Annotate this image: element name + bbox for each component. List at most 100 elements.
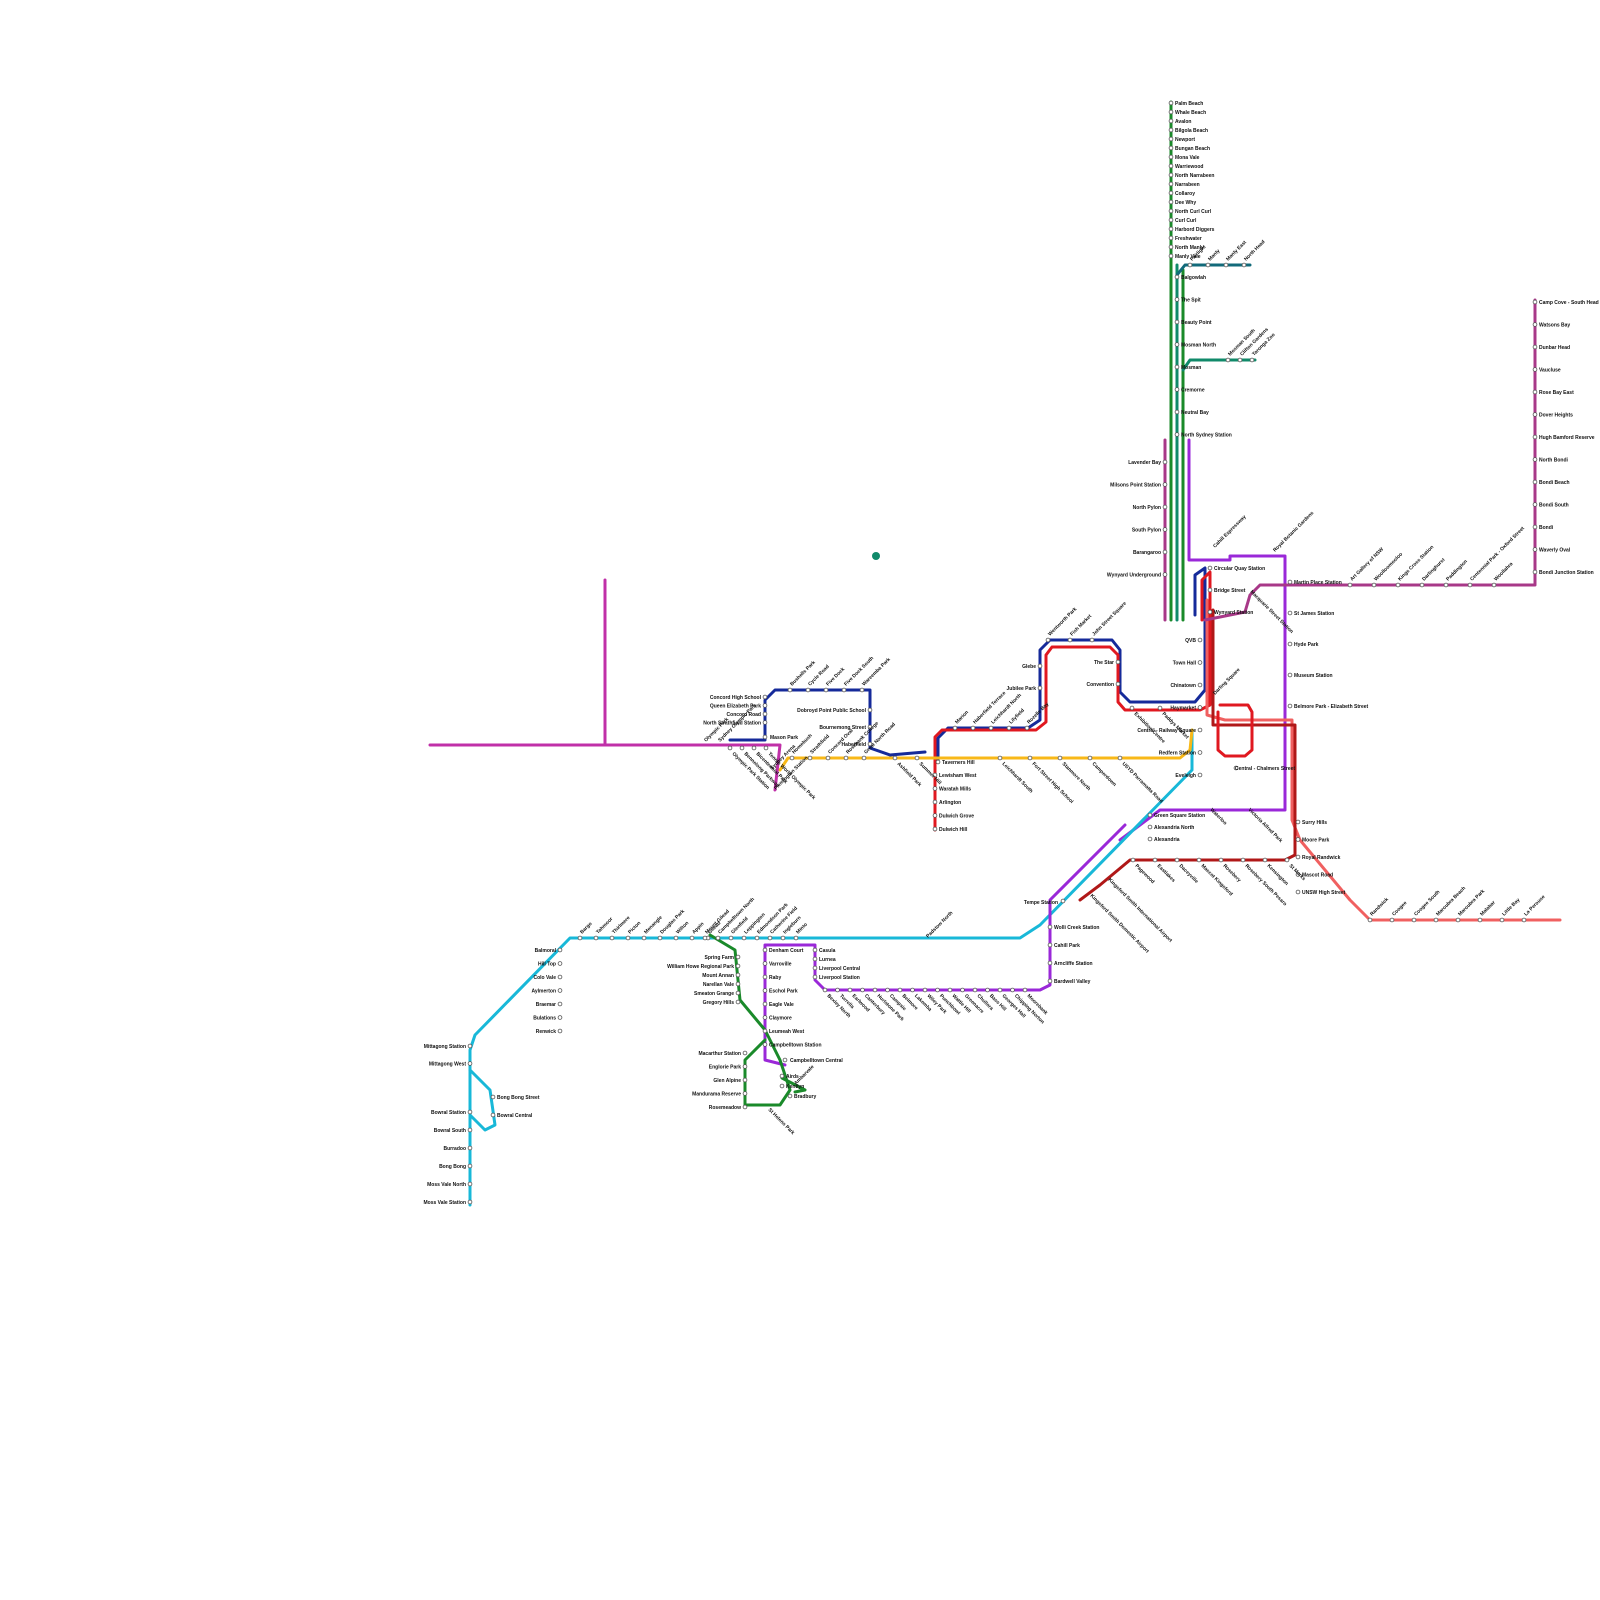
- station-marker[interactable]: [1533, 323, 1537, 327]
- station-marker[interactable]: [780, 1084, 784, 1088]
- station-marker[interactable]: [1116, 682, 1120, 686]
- station-marker[interactable]: [1048, 943, 1052, 947]
- station-marker[interactable]: [783, 1058, 787, 1062]
- station-marker[interactable]: [1368, 918, 1372, 922]
- station-marker[interactable]: [1046, 638, 1050, 642]
- station-marker[interactable]: [1038, 664, 1042, 668]
- station-marker[interactable]: [1169, 254, 1173, 258]
- station-marker[interactable]: [1175, 365, 1179, 369]
- station-marker[interactable]: [973, 988, 977, 992]
- station-marker[interactable]: [1175, 275, 1179, 279]
- station-marker[interactable]: [1130, 706, 1134, 710]
- station-marker[interactable]: [788, 688, 792, 692]
- station-marker[interactable]: [1533, 345, 1537, 349]
- station-marker[interactable]: [780, 1074, 784, 1078]
- station-marker[interactable]: [768, 936, 772, 940]
- station-marker[interactable]: [915, 756, 919, 760]
- station-marker[interactable]: [743, 1065, 747, 1069]
- station-marker[interactable]: [806, 688, 810, 692]
- station-marker[interactable]: [626, 936, 630, 940]
- station-marker[interactable]: [743, 1092, 747, 1096]
- station-marker[interactable]: [813, 957, 817, 961]
- station-marker[interactable]: [1263, 858, 1267, 862]
- station-marker[interactable]: [1533, 435, 1537, 439]
- station-marker[interactable]: [1158, 706, 1162, 710]
- station-marker[interactable]: [936, 988, 940, 992]
- station-marker[interactable]: [933, 800, 937, 804]
- station-marker[interactable]: [1163, 550, 1167, 554]
- station-marker[interactable]: [893, 756, 897, 760]
- station-marker[interactable]: [1224, 263, 1228, 267]
- station-marker[interactable]: [558, 962, 562, 966]
- station-marker[interactable]: [1118, 756, 1122, 760]
- station-marker[interactable]: [1188, 263, 1192, 267]
- station-marker[interactable]: [468, 1164, 472, 1168]
- station-marker[interactable]: [788, 1094, 792, 1098]
- station-marker[interactable]: [1296, 820, 1300, 824]
- station-marker[interactable]: [826, 756, 830, 760]
- station-marker[interactable]: [610, 936, 614, 940]
- station-marker[interactable]: [1296, 838, 1300, 842]
- station-marker[interactable]: [911, 988, 915, 992]
- station-marker[interactable]: [998, 756, 1002, 760]
- station-marker[interactable]: [1090, 638, 1094, 642]
- station-marker[interactable]: [752, 746, 756, 750]
- station-marker[interactable]: [1048, 925, 1052, 929]
- station-marker[interactable]: [763, 975, 767, 979]
- station-marker[interactable]: [1241, 858, 1245, 862]
- station-marker[interactable]: [989, 726, 993, 730]
- station-marker[interactable]: [1088, 756, 1092, 760]
- station-marker[interactable]: [491, 1095, 495, 1099]
- station-marker[interactable]: [860, 688, 864, 692]
- station-marker[interactable]: [468, 1128, 472, 1132]
- station-marker[interactable]: [763, 989, 767, 993]
- station-marker[interactable]: [1169, 218, 1173, 222]
- station-marker[interactable]: [558, 989, 562, 993]
- station-marker[interactable]: [1238, 358, 1242, 362]
- station-marker[interactable]: [1163, 483, 1167, 487]
- station-marker[interactable]: [1048, 961, 1052, 965]
- station-marker[interactable]: [736, 991, 740, 995]
- station-marker[interactable]: [948, 988, 952, 992]
- station-marker[interactable]: [1007, 726, 1011, 730]
- station-marker[interactable]: [1011, 988, 1015, 992]
- station-marker[interactable]: [1175, 320, 1179, 324]
- station-marker[interactable]: [1456, 918, 1460, 922]
- station-marker[interactable]: [1219, 858, 1223, 862]
- station-marker[interactable]: [763, 962, 767, 966]
- station-marker[interactable]: [558, 948, 562, 952]
- station-marker[interactable]: [1169, 191, 1173, 195]
- station-marker[interactable]: [1420, 583, 1424, 587]
- station-marker[interactable]: [1148, 813, 1152, 817]
- station-marker[interactable]: [1250, 358, 1254, 362]
- station-marker[interactable]: [790, 756, 794, 760]
- station-marker[interactable]: [1068, 638, 1072, 642]
- station-marker[interactable]: [986, 988, 990, 992]
- station-marker[interactable]: [844, 756, 848, 760]
- station-marker[interactable]: [1175, 410, 1179, 414]
- station-marker[interactable]: [1198, 661, 1202, 665]
- station-marker[interactable]: [763, 1029, 767, 1033]
- station-marker[interactable]: [823, 988, 827, 992]
- station-marker[interactable]: [1058, 756, 1062, 760]
- station-marker[interactable]: [763, 704, 767, 708]
- station-marker[interactable]: [674, 936, 678, 940]
- station-marker[interactable]: [558, 1029, 562, 1033]
- station-marker[interactable]: [1533, 413, 1537, 417]
- station-marker[interactable]: [736, 973, 740, 977]
- station-marker[interactable]: [736, 1000, 740, 1004]
- station-marker[interactable]: [953, 726, 957, 730]
- station-marker[interactable]: [1198, 638, 1202, 642]
- station-marker[interactable]: [898, 988, 902, 992]
- station-marker[interactable]: [1198, 751, 1202, 755]
- station-marker[interactable]: [998, 988, 1002, 992]
- station-marker[interactable]: [1169, 245, 1173, 249]
- station-marker[interactable]: [763, 1043, 767, 1047]
- station-marker[interactable]: [1169, 164, 1173, 168]
- station-marker[interactable]: [763, 1016, 767, 1020]
- station-markers[interactable]: [468, 101, 1537, 1204]
- station-marker[interactable]: [1025, 726, 1029, 730]
- station-marker[interactable]: [1242, 263, 1246, 267]
- station-marker[interactable]: [1061, 899, 1065, 903]
- station-marker[interactable]: [1175, 433, 1179, 437]
